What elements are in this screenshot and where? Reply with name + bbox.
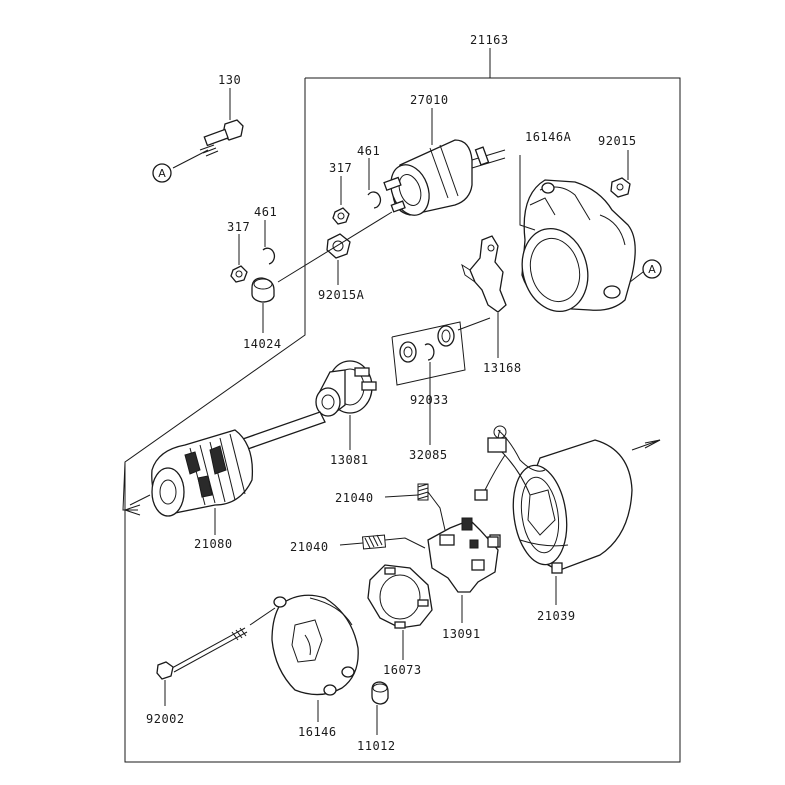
label-11012: 11012 xyxy=(357,739,396,753)
label-317-middle: 317 xyxy=(227,220,250,234)
nut-317-top xyxy=(332,207,350,225)
pinion-clutch-13081 xyxy=(315,360,377,417)
label-14024: 14024 xyxy=(243,337,282,351)
spring-21040-lower xyxy=(361,534,387,550)
bolt-130 xyxy=(199,119,244,157)
yoke-21039 xyxy=(474,425,661,574)
nut-317-middle xyxy=(230,265,248,283)
spring-21040-upper xyxy=(417,483,429,501)
washer-461-middle xyxy=(262,247,276,265)
nut-92015 xyxy=(610,177,631,198)
label-92015a: 92015A xyxy=(318,288,365,302)
label-13091: 13091 xyxy=(442,627,481,641)
ref-circle-a-right: A xyxy=(642,259,662,279)
through-bolt-92002 xyxy=(156,607,276,680)
armature-21080 xyxy=(129,411,326,517)
solenoid-27010 xyxy=(383,139,506,216)
brush-holder-13091 xyxy=(427,517,501,593)
brush-plate-16073 xyxy=(367,564,433,629)
ref-letter-a-left: A xyxy=(158,167,166,180)
label-32085: 32085 xyxy=(409,448,448,462)
nut-92015a xyxy=(326,233,351,259)
cap-11012 xyxy=(371,681,389,705)
label-461-middle: 461 xyxy=(254,205,277,219)
label-21040-upper: 21040 xyxy=(335,491,374,505)
label-21080: 21080 xyxy=(194,537,233,551)
label-13081: 13081 xyxy=(330,453,369,467)
label-92033: 92033 xyxy=(410,393,449,407)
label-317-top: 317 xyxy=(329,161,352,175)
ring-92033-c xyxy=(437,325,455,347)
label-130: 130 xyxy=(218,73,241,87)
ref-letter-a-right: A xyxy=(648,263,656,276)
label-21039: 21039 xyxy=(537,609,576,623)
label-92015: 92015 xyxy=(598,134,637,148)
label-461-top: 461 xyxy=(357,144,380,158)
ring-92033-a xyxy=(399,341,417,363)
cap-14024 xyxy=(251,277,275,303)
label-27010: 27010 xyxy=(410,93,449,107)
ring-92033-b xyxy=(424,343,435,361)
label-16146a: 16146A xyxy=(525,130,572,144)
label-16073: 16073 xyxy=(383,663,422,677)
front-housing-16146a xyxy=(521,179,636,313)
rear-cover-16146 xyxy=(271,594,359,696)
part-labels: 21163 130 27010 16146A 92015 461 317 461… xyxy=(146,33,637,753)
label-92002: 92002 xyxy=(146,712,185,726)
ref-circle-a-left: A xyxy=(152,163,172,183)
washer-461-top xyxy=(367,191,382,209)
label-21040-lower: 21040 xyxy=(290,540,329,554)
shift-lever-13168 xyxy=(461,235,507,313)
label-21163: 21163 xyxy=(470,33,509,47)
label-16146: 16146 xyxy=(298,725,337,739)
assembly-frame xyxy=(122,48,681,763)
label-13168: 13168 xyxy=(483,361,522,375)
clutch-parts-group-32085 xyxy=(391,317,491,386)
